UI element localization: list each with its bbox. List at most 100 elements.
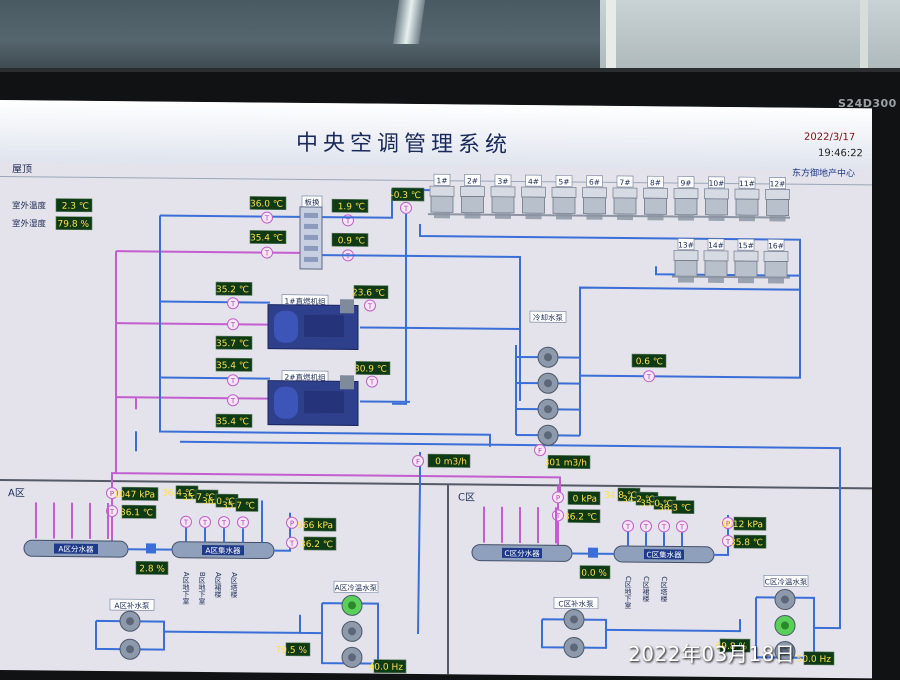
cooling-tower-top xyxy=(705,189,729,199)
chiller2-sensor-letter: T xyxy=(369,379,375,387)
zone-c-return-pressure: 1012 kPa xyxy=(721,520,763,530)
cooling-tower-body xyxy=(675,260,697,276)
cooling-tower-body xyxy=(735,261,757,277)
cooling-tower-label: 1# xyxy=(436,176,447,185)
pipe-cold xyxy=(160,216,300,217)
cooling-tower-top xyxy=(613,188,637,198)
window-frame xyxy=(606,0,616,72)
pipe-cold xyxy=(360,327,520,329)
zone-a-return-sensor-letter: T xyxy=(289,540,295,548)
outdoor-temp-label: 室外温度 xyxy=(12,200,46,211)
zone-c-return-temp: 35.8 ℃ xyxy=(730,538,763,548)
zone-c-circ-pump-hub xyxy=(781,595,789,603)
zone-a-circ-pump-hub xyxy=(348,601,356,609)
cooling-tower-body xyxy=(584,198,606,214)
cooling-tower-top xyxy=(766,189,790,199)
zone-c-branch-temp: 36.3 ℃ xyxy=(658,503,691,513)
cooling-tower-label: 9# xyxy=(680,179,691,188)
cooling-tower-label: 8# xyxy=(650,178,661,187)
zone-a-branch-label: A区裙楼 xyxy=(214,572,222,599)
zone-a-branch-sensor-letter: T xyxy=(183,519,189,527)
cooling-tower-body xyxy=(553,197,575,213)
zone-c-branch-sensor-letter: T xyxy=(625,523,631,531)
pipe-cold xyxy=(180,442,840,620)
tower-header xyxy=(672,276,790,277)
chiller2-left-top: 35.4 ℃ xyxy=(216,361,249,371)
zone-a-supply-temp: 36.1 ℃ xyxy=(120,508,153,518)
pipe-cold xyxy=(814,620,840,628)
cooling-tower-label: 13# xyxy=(678,241,694,250)
hx-in-left: 36.0 ℃ xyxy=(250,199,283,209)
hx-in-left-sensor-letter: T xyxy=(264,215,270,223)
cooling-tower-body xyxy=(765,261,787,277)
cooling-tower-body xyxy=(523,197,545,213)
zone-c-label: C区 xyxy=(458,491,475,503)
zone-c-branch-sensor-letter: T xyxy=(661,523,667,531)
zone-c-collector-label: C区集水器 xyxy=(646,549,682,559)
cooling-tower-body xyxy=(462,196,484,212)
cooling-return-temp: 0.6 ℃ xyxy=(636,357,663,367)
cooling-tower-label: 10# xyxy=(709,179,725,188)
pipe-hot xyxy=(116,323,270,324)
chiller1-left-top: 35.2 ℃ xyxy=(216,285,249,295)
zone-c-makeup-pump-hub xyxy=(570,615,578,623)
cooling-tower-top xyxy=(735,189,759,199)
cooling-tower-label: 11# xyxy=(739,179,755,188)
chiller-2-part xyxy=(340,375,354,389)
cooling-tower-top xyxy=(644,188,668,198)
chiller2-sensor-letter: T xyxy=(230,377,236,385)
zone-c-pressure-sensor-letter: P xyxy=(556,494,560,502)
cooling-tower-body xyxy=(492,197,514,213)
chiller-1-part xyxy=(340,299,354,313)
cooling-tower-body xyxy=(706,199,728,215)
hx-out-left: 35.4 ℃ xyxy=(250,233,283,243)
cooling-tower-top xyxy=(704,251,728,261)
outdoor-humidity-label: 室外湿度 xyxy=(12,218,46,229)
zone-a-makeup-pump-hub xyxy=(126,645,134,653)
zone-a-circ-pump-hub xyxy=(348,653,356,661)
cooling-tower-body xyxy=(736,199,758,215)
cooling-tower-body xyxy=(675,198,697,214)
chiller2-left-bottom: 35.4 ℃ xyxy=(216,417,249,427)
cooling-pump-hub xyxy=(544,379,552,387)
heat-exchanger-plate xyxy=(304,224,318,229)
zone-c-branch-sensor-letter: T xyxy=(679,524,685,532)
hx-out-left-sensor-letter: T xyxy=(264,250,270,258)
cooling-tower-label: 15# xyxy=(738,241,754,250)
cooling-tower-label: 7# xyxy=(619,178,630,187)
flow-meter-2-value: 301 m3/h xyxy=(544,458,587,468)
heat-exchanger-plate xyxy=(304,246,318,251)
cooling-tower-body xyxy=(431,196,453,212)
chiller-1-part xyxy=(304,315,344,337)
cooling-pump-label: 冷却水泵 xyxy=(533,312,563,322)
zone-a-return-pressure-sensor-letter: P xyxy=(290,520,294,528)
chiller1-sensor-letter: T xyxy=(230,321,236,329)
pipe-cold xyxy=(392,214,406,404)
heat-exchanger-label: 板换 xyxy=(305,197,320,207)
pipe-cold xyxy=(164,614,300,633)
zone-a-pressure: 1047 kPa xyxy=(113,490,155,500)
zone-c-distributor-label: C区分水器 xyxy=(504,548,540,558)
pipe-cold xyxy=(160,378,270,379)
zone-a-circ-pump-label: A区冷温水泵 xyxy=(335,582,378,592)
pipe-cold xyxy=(418,452,420,634)
chiller1-right: 23.6 ℃ xyxy=(352,288,385,298)
zone-c-circ-pump-hub xyxy=(781,621,789,629)
zone-a-makeup-pump-hub xyxy=(126,617,134,625)
cooling-tower-label: 4# xyxy=(528,177,539,186)
zone-c-makeup-pump-hub xyxy=(570,643,578,651)
chiller1-sensor-letter: T xyxy=(367,303,373,311)
outdoor-humidity: 79.8 % xyxy=(58,220,90,230)
chiller2-sensor-letter: T xyxy=(230,397,236,405)
cooling-tower-top xyxy=(552,187,576,197)
heat-exchanger-plate xyxy=(304,235,318,240)
zone-c-branch-label: C区地下室 xyxy=(624,576,632,609)
flow-meter-2-letter: F xyxy=(538,447,542,455)
cooling-tower-top xyxy=(491,187,515,197)
heat-exchanger-plate xyxy=(304,213,318,218)
zone-a-branch-temp: 35.7 ℃ xyxy=(222,501,255,511)
zone-a-freq: 40.0 Hz xyxy=(369,663,404,673)
cooling-tower-label: 5# xyxy=(558,177,569,186)
zone-c-branch-label: C区裙楼 xyxy=(642,576,650,603)
